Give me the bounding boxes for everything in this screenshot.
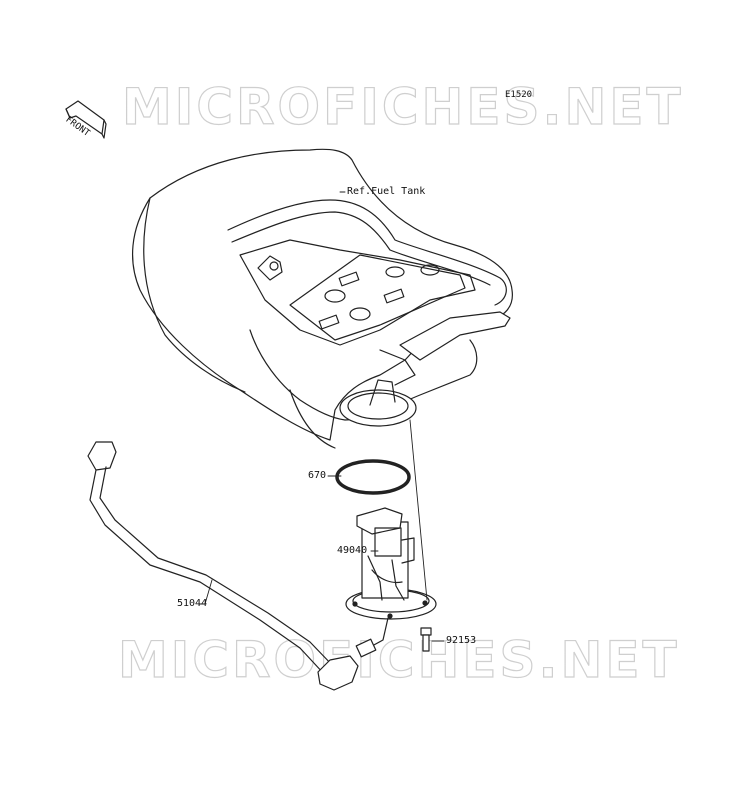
callout-pump: 49040 <box>337 545 368 556</box>
watermark-bottom: MICROFICHES.NET <box>117 631 680 689</box>
diagram-code: E1520 <box>505 90 533 100</box>
callout-fuel-tank: Ref.Fuel Tank <box>347 186 426 197</box>
leader-lines <box>198 191 445 642</box>
bolt <box>420 627 432 652</box>
callout-gasket: 670 <box>308 470 327 481</box>
callout-hose: 51044 <box>177 598 208 609</box>
watermark-top: MICROFICHES.NET <box>121 78 684 136</box>
front-arrow-icon <box>65 100 107 139</box>
fuel-tank <box>132 148 513 449</box>
callout-bolt: 92153 <box>446 635 477 646</box>
fuel-hose <box>87 441 359 691</box>
gasket-ring <box>335 459 411 495</box>
fuel-pump <box>345 507 437 658</box>
